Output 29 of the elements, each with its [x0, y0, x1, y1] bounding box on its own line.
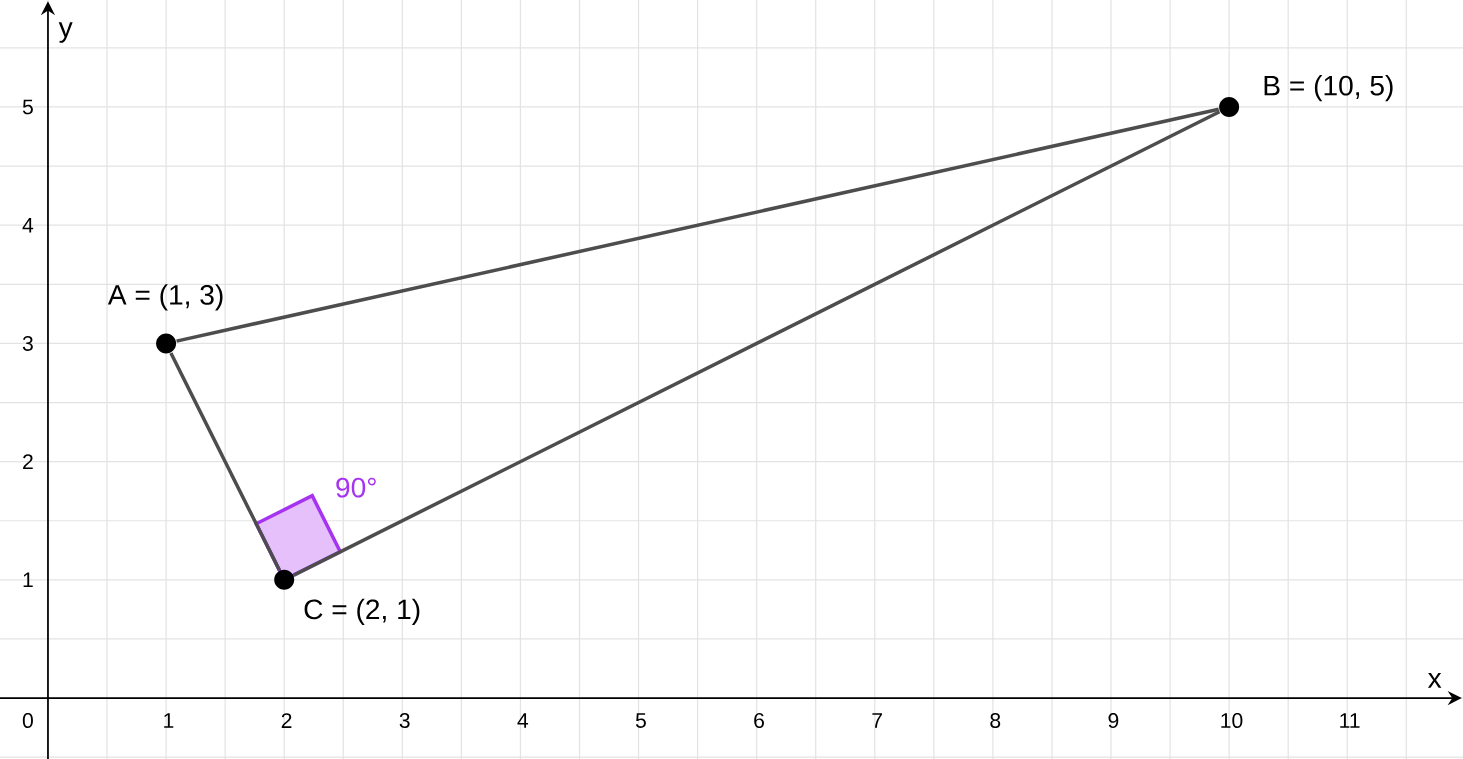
tick-label: 2	[281, 713, 292, 728]
tick-label: 1	[23, 572, 33, 588]
triangle-side	[169, 352, 281, 572]
point-label: C = (2, 1)	[304, 598, 420, 625]
tick-label: 4	[517, 713, 529, 728]
tick-label: 5	[22, 99, 33, 115]
axis-label: x	[1427, 672, 1442, 688]
tick-label: 6	[754, 713, 764, 728]
tick-label: 0	[22, 713, 33, 728]
tick-label: 10	[1221, 713, 1243, 728]
tick-label: 8	[990, 713, 1001, 728]
point-label: A = (1, 3)	[107, 284, 223, 311]
tick-label: 9	[1108, 713, 1119, 728]
tick-label: 2	[23, 454, 33, 469]
triangle-side	[176, 107, 1220, 343]
tick-label: 1	[164, 713, 174, 728]
tick-label: 4	[22, 217, 34, 233]
tick-label: 3	[399, 713, 410, 728]
tick-label: 5	[635, 713, 646, 728]
tick-label: 3	[22, 335, 33, 351]
tick-label: 7	[872, 713, 882, 728]
point	[1219, 96, 1240, 117]
point	[274, 569, 295, 590]
angle-label: 90°	[336, 477, 376, 498]
tick-label: 11	[1340, 713, 1360, 728]
point-label: B = (10, 5)	[1264, 74, 1393, 102]
triangle-side	[293, 110, 1221, 577]
axis-label: y	[58, 22, 73, 43]
point	[156, 333, 177, 354]
